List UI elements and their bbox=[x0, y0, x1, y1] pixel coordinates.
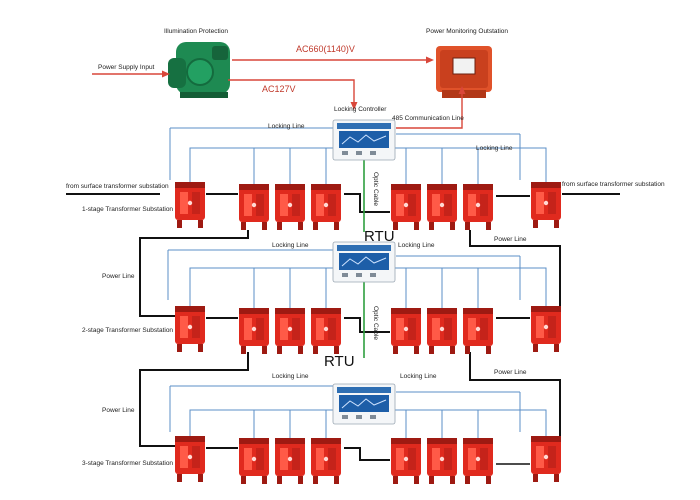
stage1-label: 1-stage Transformer Substation bbox=[82, 206, 173, 213]
rtu-controller-stage2 bbox=[332, 241, 396, 283]
locking-line-stage3 bbox=[289, 409, 340, 438]
power-line-label-2: Power Line bbox=[102, 273, 135, 280]
substation-stage3-3 bbox=[275, 438, 305, 484]
devices bbox=[175, 119, 561, 484]
substation-stage2-1 bbox=[175, 306, 205, 352]
substation-stage1-8 bbox=[531, 182, 561, 228]
locking-controller-label: Locking Controller bbox=[334, 106, 387, 113]
power-line-stage2 bbox=[344, 317, 390, 333]
comm-line-485-label: 485 Communication Line bbox=[392, 115, 464, 122]
locking-line-stage2 bbox=[289, 267, 340, 308]
ac127-label: AC127V bbox=[262, 84, 296, 94]
locking-line-stage3 bbox=[388, 409, 479, 438]
substation-stage3-2 bbox=[239, 438, 269, 484]
rtu-label-1: RTU bbox=[364, 228, 395, 245]
locking-line-stage3 bbox=[388, 409, 443, 438]
locking-line-stage3 bbox=[388, 409, 547, 438]
locking-line-label-3-left: Locking Line bbox=[272, 373, 309, 380]
ac660-label: AC660(1140)V bbox=[296, 44, 355, 54]
power-line-stage3 bbox=[344, 447, 390, 461]
locking-line-stage1 bbox=[289, 147, 340, 184]
substation-stage3-4 bbox=[311, 438, 341, 484]
power-supply-arrowhead bbox=[162, 70, 170, 78]
power-line-label-3: Power Line bbox=[494, 369, 527, 376]
locking-line-label-2-right: Locking Line bbox=[398, 242, 435, 249]
rtu-controller-stage3 bbox=[332, 383, 396, 425]
connection-lines bbox=[66, 127, 620, 465]
substation-stage3-5 bbox=[391, 438, 421, 484]
comm-line-485-arrowhead bbox=[458, 86, 466, 94]
power-line-label-1: Power Line bbox=[494, 236, 527, 243]
substation-stage1-4 bbox=[311, 184, 341, 230]
locking-line-label-1-right: Locking Line bbox=[476, 145, 513, 152]
power-line-stage3-left bbox=[139, 352, 249, 447]
stage2-label: 2-stage Transformer Substation bbox=[82, 327, 173, 334]
power-monitoring-outstation-label: Power Monitoring Outstation bbox=[426, 28, 508, 35]
substation-stage1-1 bbox=[175, 182, 205, 228]
power-supply-input-label: Power Supply Input bbox=[98, 64, 155, 71]
locking-line-stage1 bbox=[253, 147, 340, 184]
substation-stage1-2 bbox=[239, 184, 269, 230]
substation-stage3-1 bbox=[175, 436, 205, 482]
optic-cable-label-2: Optic Cable bbox=[372, 306, 379, 340]
locking-line-stage1 bbox=[388, 147, 443, 184]
locking-line-label-3-right: Locking Line bbox=[400, 373, 437, 380]
substation-stage2-2 bbox=[239, 308, 269, 354]
rtu-label-2: RTU bbox=[324, 353, 355, 370]
substation-stage2-7 bbox=[463, 308, 493, 354]
substation-stage1-5 bbox=[391, 184, 421, 230]
substation-stage2-8 bbox=[531, 306, 561, 352]
substation-stage2-3 bbox=[275, 308, 305, 354]
locking-line-stage2 bbox=[189, 267, 340, 308]
substation-stage3-7 bbox=[463, 438, 493, 484]
power-line-stage1 bbox=[344, 193, 390, 213]
locking-controller-stage1 bbox=[332, 119, 396, 161]
substation-stage3-8 bbox=[531, 436, 561, 482]
illumination-protection-label: Illumination Protection bbox=[164, 28, 228, 35]
locking-line-stage1 bbox=[388, 147, 479, 184]
power-line-stage2-left bbox=[139, 230, 249, 317]
locking-line-label-2-left: Locking Line bbox=[272, 242, 309, 249]
substation-stage1-3 bbox=[275, 184, 305, 230]
substation-stage2-5 bbox=[391, 308, 421, 354]
ac660-arrowhead bbox=[426, 56, 434, 64]
substation-stage2-6 bbox=[427, 308, 457, 354]
locking-line-stage2 bbox=[388, 267, 547, 308]
locking-line-stage2 bbox=[388, 267, 443, 308]
comm-line-485 bbox=[396, 92, 463, 129]
illumination-protection-device bbox=[168, 42, 230, 98]
ac127-arrowhead bbox=[350, 102, 358, 110]
locking-line-stage2 bbox=[253, 267, 340, 308]
locking-line-stage3 bbox=[253, 409, 340, 438]
stage3-label: 3-stage Transformer Substation bbox=[82, 460, 173, 467]
locking-line-stage1 bbox=[388, 147, 547, 184]
from-surface-label-right: from surface transformer substation bbox=[562, 181, 665, 188]
power-monitoring-outstation-device bbox=[436, 46, 492, 98]
power-line-label-4: Power Line bbox=[102, 407, 135, 414]
ac127-arrow bbox=[228, 79, 355, 104]
substation-stage3-6 bbox=[427, 438, 457, 484]
locking-line-stage1 bbox=[189, 147, 340, 184]
substation-stage1-6 bbox=[427, 184, 457, 230]
from-surface-label-left: from surface transformer substation bbox=[66, 183, 169, 190]
locking-line-stage3 bbox=[189, 409, 340, 438]
optic-cable-label-1: Optic Cable bbox=[372, 172, 379, 206]
locking-line-label-1-left: Locking Line bbox=[268, 123, 305, 130]
substation-stage2-4 bbox=[311, 308, 341, 354]
substation-stage1-7 bbox=[463, 184, 493, 230]
locking-line-stage2 bbox=[388, 267, 479, 308]
